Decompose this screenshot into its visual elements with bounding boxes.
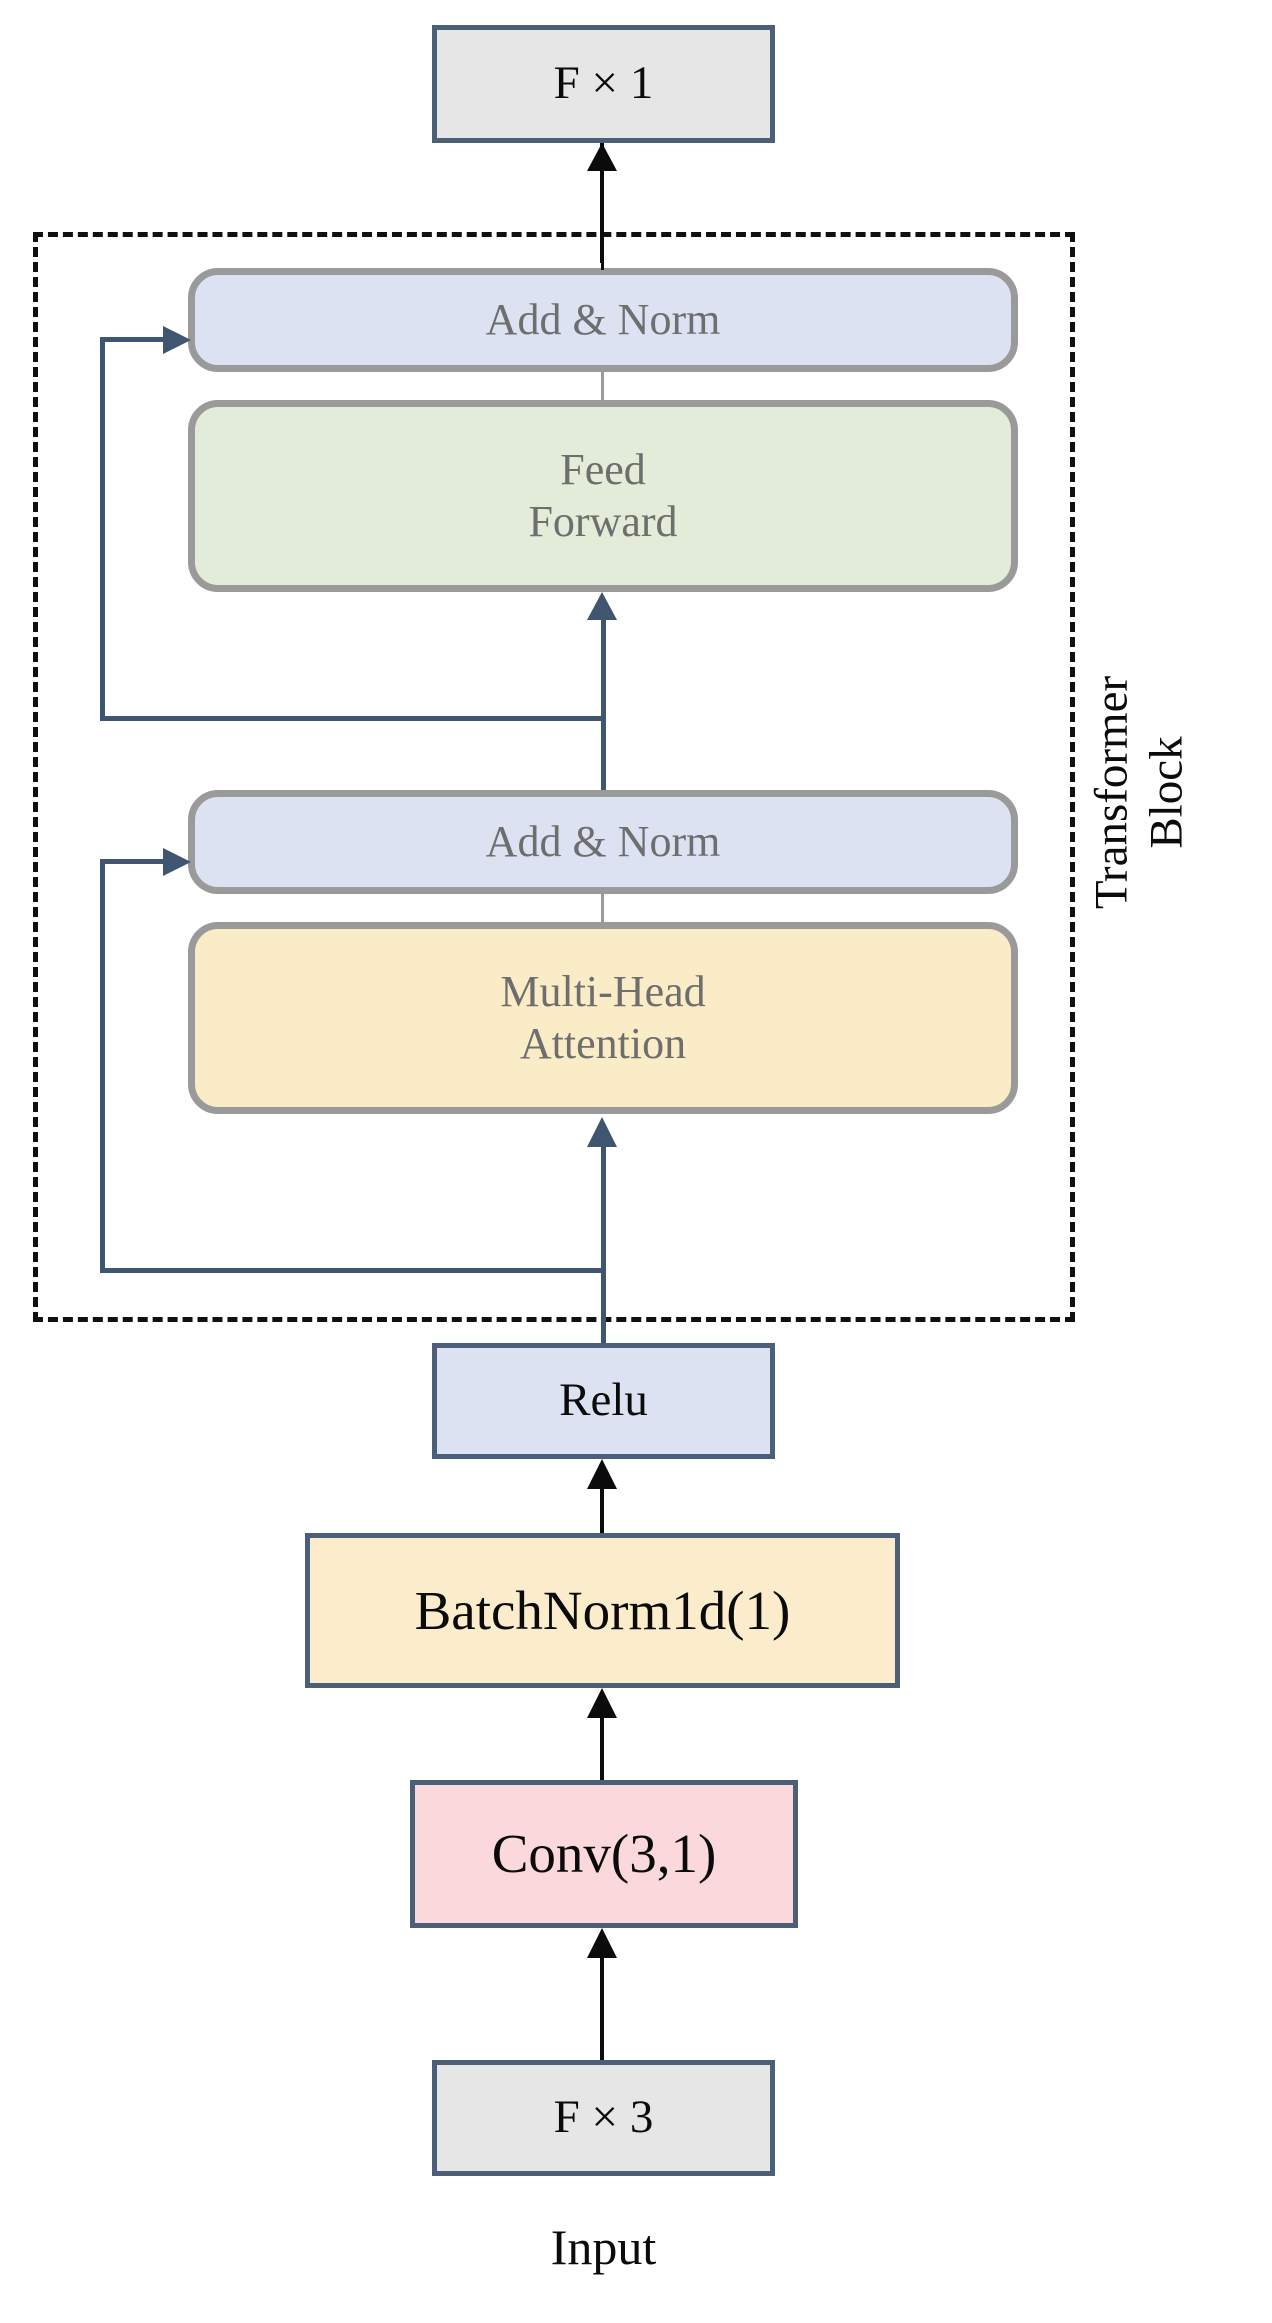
caption-input: Input <box>550 2219 657 2275</box>
node-add-norm-bottom: Add & Norm <box>188 790 1018 894</box>
residual-top-vertical <box>100 337 105 721</box>
transformer-block-label-line2: Block <box>1140 736 1193 849</box>
residual-bottom-vertical <box>100 859 105 1273</box>
node-relu: Relu <box>432 1343 775 1459</box>
connector-relu-to-mha <box>601 1145 606 1345</box>
node-multi-head-attention-line1: Multi-Head <box>500 967 706 1017</box>
residual-top-horizontal-top <box>100 337 172 342</box>
residual-bottom-horizontal-bottom <box>100 1268 603 1273</box>
transformer-block-label-line1: Transformer <box>1085 675 1138 910</box>
arrowhead-to-mha <box>587 1117 617 1147</box>
arrowhead-to-output <box>587 143 617 171</box>
node-add-norm-top-label: Add & Norm <box>485 295 721 345</box>
node-feed-forward: Feed Forward <box>188 400 1018 592</box>
node-input: F × 3 <box>432 2060 775 2176</box>
arrowhead-to-batchnorm <box>587 1688 617 1718</box>
node-multi-head-attention: Multi-Head Attention <box>188 922 1018 1114</box>
node-feed-forward-line1: Feed <box>560 445 646 495</box>
transformer-block-label: Transformer Block <box>1085 623 1200 963</box>
arrowhead-residual-top <box>163 326 191 354</box>
residual-top-horizontal-bottom <box>100 716 603 721</box>
connector-addnorm-bottom-to-ff <box>601 606 606 792</box>
transformer-block-boundary <box>33 232 1075 1322</box>
node-batchnorm-label: BatchNorm1d(1) <box>414 1579 791 1641</box>
connector-addnorm-top-out <box>601 232 604 270</box>
node-batchnorm: BatchNorm1d(1) <box>305 1533 900 1688</box>
node-relu-label: Relu <box>559 1374 648 1427</box>
connector-batchnorm-to-relu <box>600 1488 604 1536</box>
arrowhead-to-feed-forward <box>587 592 617 620</box>
arrowhead-to-conv <box>587 1928 617 1958</box>
connector-mha-to-addnorm-bottom <box>601 894 604 924</box>
connector-addnorm-to-output <box>600 143 604 263</box>
node-conv: Conv(3,1) <box>410 1780 798 1928</box>
node-add-norm-bottom-label: Add & Norm <box>485 817 721 867</box>
node-output-label: F × 1 <box>553 57 654 110</box>
connector-ff-to-addnorm-top <box>601 372 604 402</box>
arrowhead-to-relu <box>587 1459 617 1489</box>
connector-input-to-conv <box>600 1958 604 2060</box>
node-conv-label: Conv(3,1) <box>491 1823 717 1885</box>
node-output: F × 1 <box>432 25 775 143</box>
connector-conv-to-batchnorm <box>600 1718 604 1780</box>
node-input-label: F × 3 <box>553 2091 654 2144</box>
residual-bottom-horizontal-top <box>100 859 172 864</box>
node-feed-forward-line2: Forward <box>528 497 678 546</box>
arrowhead-residual-bottom <box>163 848 191 876</box>
node-add-norm-top: Add & Norm <box>188 268 1018 372</box>
node-multi-head-attention-line2: Attention <box>519 1019 687 1068</box>
